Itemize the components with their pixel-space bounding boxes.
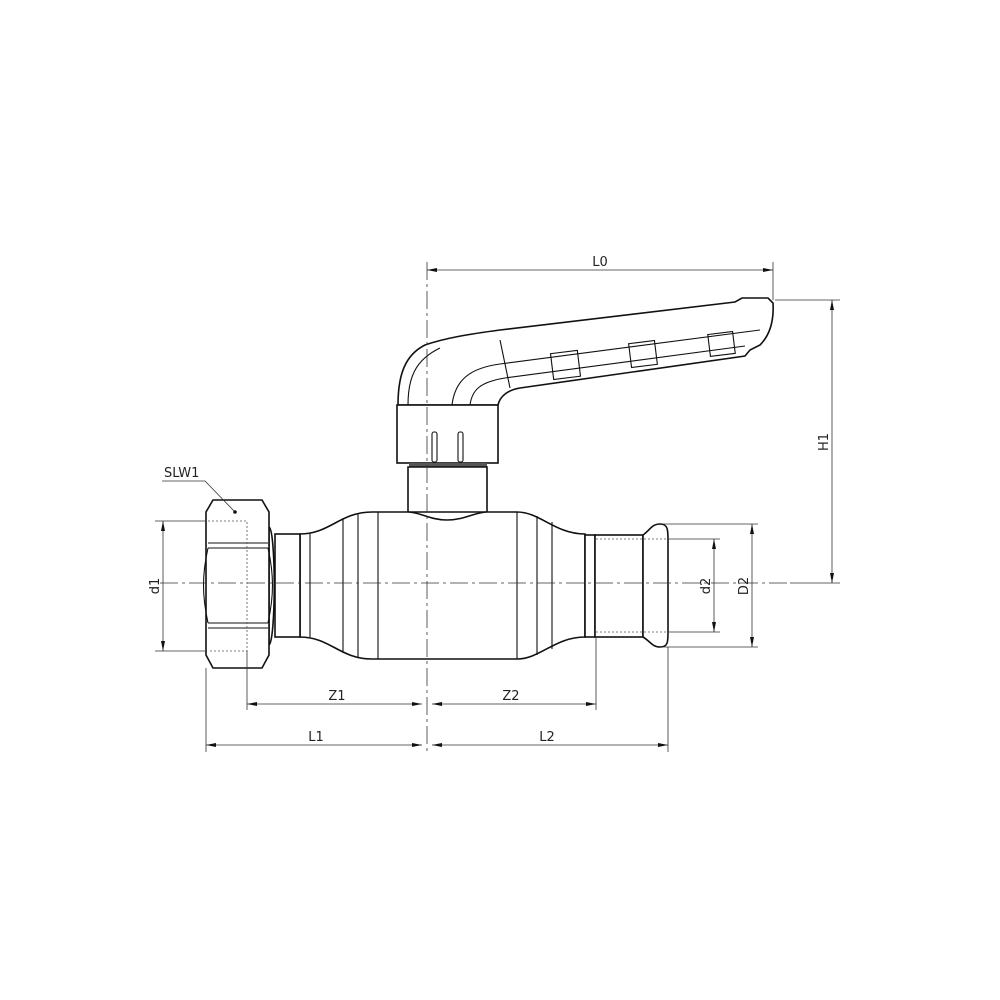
label-L1: L1 [308, 730, 324, 745]
label-H1: H1 [817, 433, 832, 451]
label-L0: L0 [592, 255, 608, 270]
label-SLW1: SLW1 [164, 466, 199, 481]
handle-hub [396, 404, 499, 467]
label-d1: d1 [148, 578, 163, 595]
lever-handle [397, 297, 774, 406]
stem [407, 466, 488, 513]
label-D2: D2 [737, 577, 752, 595]
label-L2: L2 [539, 730, 555, 745]
union-nut-end [203, 499, 311, 669]
press-fitting-end [584, 523, 669, 648]
dimensions [155, 262, 840, 752]
label-Z2: Z2 [502, 689, 519, 704]
label-Z1: Z1 [328, 689, 345, 704]
label-d2: d2 [699, 578, 714, 595]
handle-grip-ribs [549, 330, 736, 381]
valve-body [299, 511, 586, 660]
